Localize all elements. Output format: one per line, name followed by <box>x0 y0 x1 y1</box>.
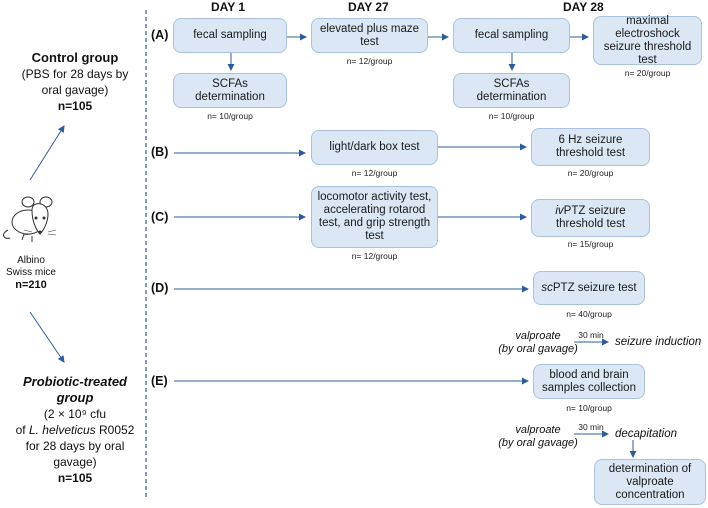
valproate-e-line2: (by oral gavage) <box>498 437 578 449</box>
mouse-label: Albino Swiss mice n=210 <box>0 255 62 291</box>
mes-n: n= 20/group <box>624 68 671 78</box>
epm-n: n= 12/group <box>346 56 393 66</box>
mouse-icon <box>3 196 57 242</box>
valproate-label-e: valproate (by oral gavage) <box>498 424 578 450</box>
probiotic-group-title2: group <box>56 390 94 405</box>
loco-n: n= 12/group <box>351 251 398 261</box>
interval-e: 30 min <box>578 422 604 432</box>
elevated-plus-maze-box: elevated plus maze test <box>311 18 428 53</box>
mouse-line2: Swiss mice <box>5 267 56 278</box>
maximal-electroshock-box: maximal electroshock seizure threshold t… <box>593 15 702 66</box>
probiotic-line2-pre: of <box>15 423 29 437</box>
scfa-determination-day28-box: SCFAs determination <box>453 73 570 108</box>
control-group-line2: oral gavage) <box>41 83 109 97</box>
6hz-seizure-threshold-box: 6 Hz seizure threshold test <box>531 128 650 166</box>
probiotic-group-title1: Probiotic-treated <box>22 374 127 389</box>
probiotic-line2-post: R0052 <box>95 423 135 437</box>
mouse-line1: Albino <box>17 255 45 266</box>
light-dark-box-test-box: light/dark box test <box>311 130 438 165</box>
ivptz-n: n= 15/group <box>567 239 614 249</box>
scptz-n: n= 40/group <box>566 309 612 319</box>
probiotic-group-line2: of L. helveticus R0052 <box>8 422 142 438</box>
locomotor-rotarod-grip-box: locomotor activity test, accelerating ro… <box>311 186 438 248</box>
scptz-text: PTZ seizure test <box>552 281 637 294</box>
probiotic-group-line3: for 28 days by oral <box>25 439 125 453</box>
row-label-e: (E) <box>151 374 168 388</box>
seizure-induction-label: seizure induction <box>615 336 702 348</box>
control-group-title: Control group <box>31 50 119 65</box>
blood-brain-collection-box: blood and brain samples collection <box>533 364 645 399</box>
day-27-header: DAY 27 <box>348 0 389 14</box>
row-label-d: (D) <box>151 281 169 295</box>
probiotic-group-n: n=105 <box>57 471 93 485</box>
blood-n: n= 10/group <box>566 403 612 413</box>
probiotic-group-line4: gavage) <box>53 455 97 469</box>
row-label-c: (C) <box>151 210 169 224</box>
probiotic-strain-name: L. helveticus <box>28 423 96 437</box>
control-group-label: Control group (PBS for 28 days by oral g… <box>8 50 142 114</box>
scfa-determination-day1-box: SCFAs determination <box>173 73 287 108</box>
scptz-prefix: sc <box>541 281 553 294</box>
valproate-d-line1: valproate <box>515 330 561 342</box>
decapitation-label: decapitation <box>615 428 678 440</box>
day-1-header: DAY 1 <box>211 0 246 14</box>
scfa-day28-n: n= 10/group <box>488 111 535 121</box>
fecal-sampling-day1-box: fecal sampling <box>173 18 287 53</box>
valproate-concentration-box: determination of valproate concentration <box>594 459 706 505</box>
scptz-seizure-test-box: scPTZ seizure test <box>533 271 645 305</box>
day-28-header: DAY 28 <box>563 0 604 14</box>
valproate-label-d: valproate (by oral gavage) <box>498 330 578 356</box>
valproate-e-line1: valproate <box>515 424 561 436</box>
probiotic-group-line1: (2 × 10⁹ cfu <box>43 407 107 421</box>
ivptz-seizure-threshold-box: ivPTZ seizure threshold test <box>531 199 650 237</box>
control-group-n: n=105 <box>57 99 93 113</box>
row-label-a: (A) <box>151 28 169 42</box>
fecal-sampling-day28-box: fecal sampling <box>453 18 570 53</box>
probiotic-group-label: Probiotic-treated group (2 × 10⁹ cfu of … <box>8 374 142 486</box>
ivptz-text: PTZ seizure threshold test <box>555 205 626 230</box>
hz-n: n= 20/group <box>567 168 614 178</box>
scfa-day1-n: n= 10/group <box>207 111 253 121</box>
mouse-n: n=210 <box>15 279 47 291</box>
interval-d: 30 min <box>578 330 604 340</box>
ivptz-prefix: iv <box>555 205 564 217</box>
row-label-b: (B) <box>151 145 169 159</box>
valproate-d-line2: (by oral gavage) <box>498 343 578 355</box>
ldb-n: n= 12/group <box>351 168 398 178</box>
control-group-line1: (PBS for 28 days by <box>21 67 129 81</box>
